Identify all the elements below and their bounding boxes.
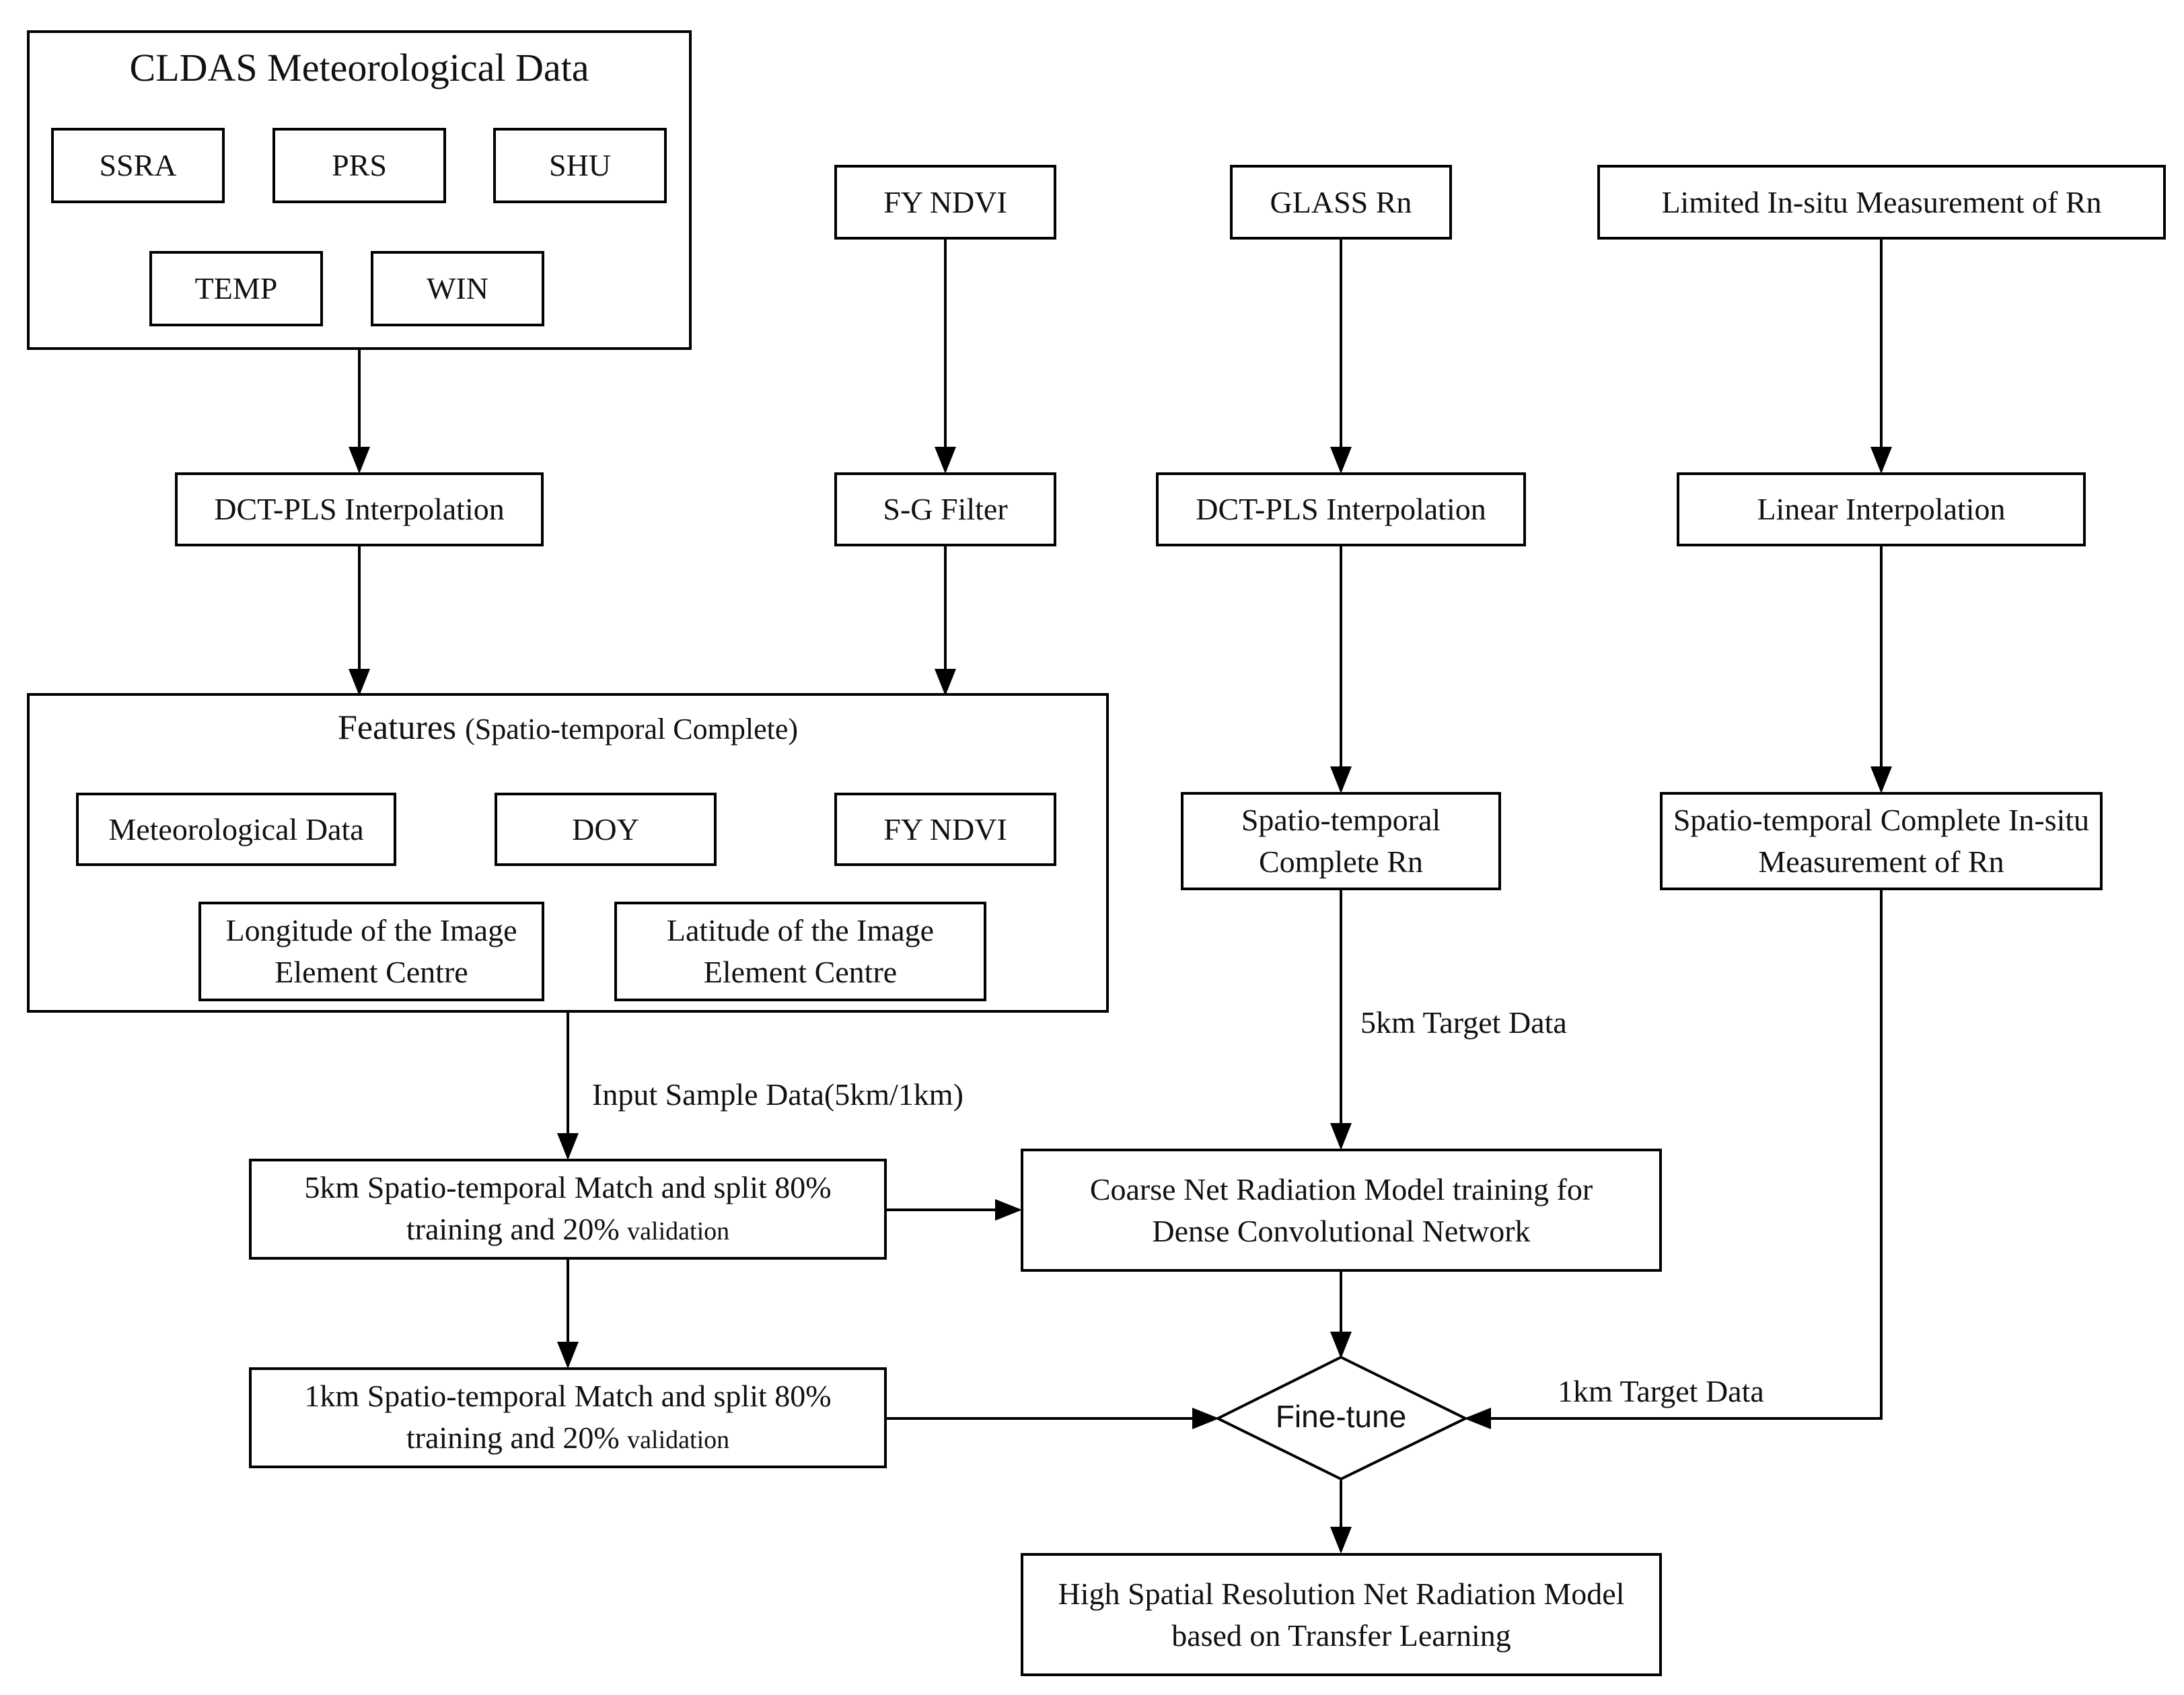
target-1km-label: 1km Target Data — [1558, 1374, 1764, 1408]
sg-filter: S-G Filter — [834, 472, 1056, 546]
cldas-title: CLDAS Meteorological Data — [129, 46, 589, 89]
match-1km-line2-main: training and 20% — [406, 1420, 620, 1455]
cldas-item-ssra: SSRA — [51, 128, 225, 203]
match-5km-line2-small: validation — [627, 1217, 730, 1246]
feature-fy-ndvi: FY NDVI — [834, 793, 1056, 866]
match-5km-line2-main: training and 20% — [406, 1211, 620, 1246]
features-title: Features (Spatio-temporal Complete) — [30, 708, 1106, 748]
dct-pls-interpolation-glass: DCT-PLS Interpolation — [1156, 472, 1526, 546]
match-1km-line2: training and 20% validation — [406, 1417, 729, 1461]
fy-ndvi-source: FY NDVI — [834, 165, 1056, 240]
cldas-item-temp: TEMP — [149, 251, 323, 326]
insitu-source: Limited In-situ Measurement of Rn — [1597, 165, 2166, 240]
feature-latitude: Latitude of the Image Element Centre — [614, 902, 986, 1001]
features-title-sub: (Spatio-temporal Complete) — [465, 713, 799, 746]
features-title-main: Features — [337, 709, 457, 747]
match-5km-line1: 5km Spatio-temporal Match and split 80% — [304, 1169, 832, 1204]
feature-meteorological-data: Meteorological Data — [76, 793, 396, 866]
dct-pls-interpolation-meteo: DCT-PLS Interpolation — [175, 472, 544, 546]
high-resolution-net-radiation-model: High Spatial Resolution Net Radiation Mo… — [1021, 1553, 1662, 1676]
cldas-item-prs: PRS — [272, 128, 446, 203]
glass-rn-source: GLASS Rn — [1230, 165, 1452, 240]
fine-tune-label: Fine-tune — [1275, 1399, 1407, 1434]
linear-interpolation: Linear Interpolation — [1677, 472, 2086, 546]
spatio-temporal-complete-insitu: Spatio-temporal Complete In-situ Measure… — [1660, 792, 2103, 890]
match-5km-box: 5km Spatio-temporal Match and split 80% … — [249, 1159, 887, 1260]
match-1km-line1: 1km Spatio-temporal Match and split 80% — [304, 1378, 832, 1413]
cldas-item-win: WIN — [371, 251, 544, 326]
cldas-item-shu: SHU — [493, 128, 667, 203]
feature-longitude: Longitude of the Image Element Centre — [198, 902, 544, 1001]
fine-tune-diamond — [1214, 1355, 1469, 1481]
coarse-net-radiation-model: Coarse Net Radiation Model training for … — [1021, 1149, 1662, 1272]
feature-doy: DOY — [495, 793, 717, 866]
match-5km-line2: training and 20% validation — [406, 1209, 729, 1252]
arrow-completeinsitu-to-finetune — [1464, 890, 1883, 1429]
match-1km-line2-small: validation — [627, 1425, 730, 1454]
match-1km-box: 1km Spatio-temporal Match and split 80% … — [249, 1367, 887, 1468]
spatio-temporal-complete-rn: Spatio-temporal Complete Rn — [1181, 792, 1501, 890]
target-5km-label: 5km Target Data — [1360, 1005, 1567, 1040]
input-sample-label: Input Sample Data(5km/1km) — [592, 1077, 963, 1112]
